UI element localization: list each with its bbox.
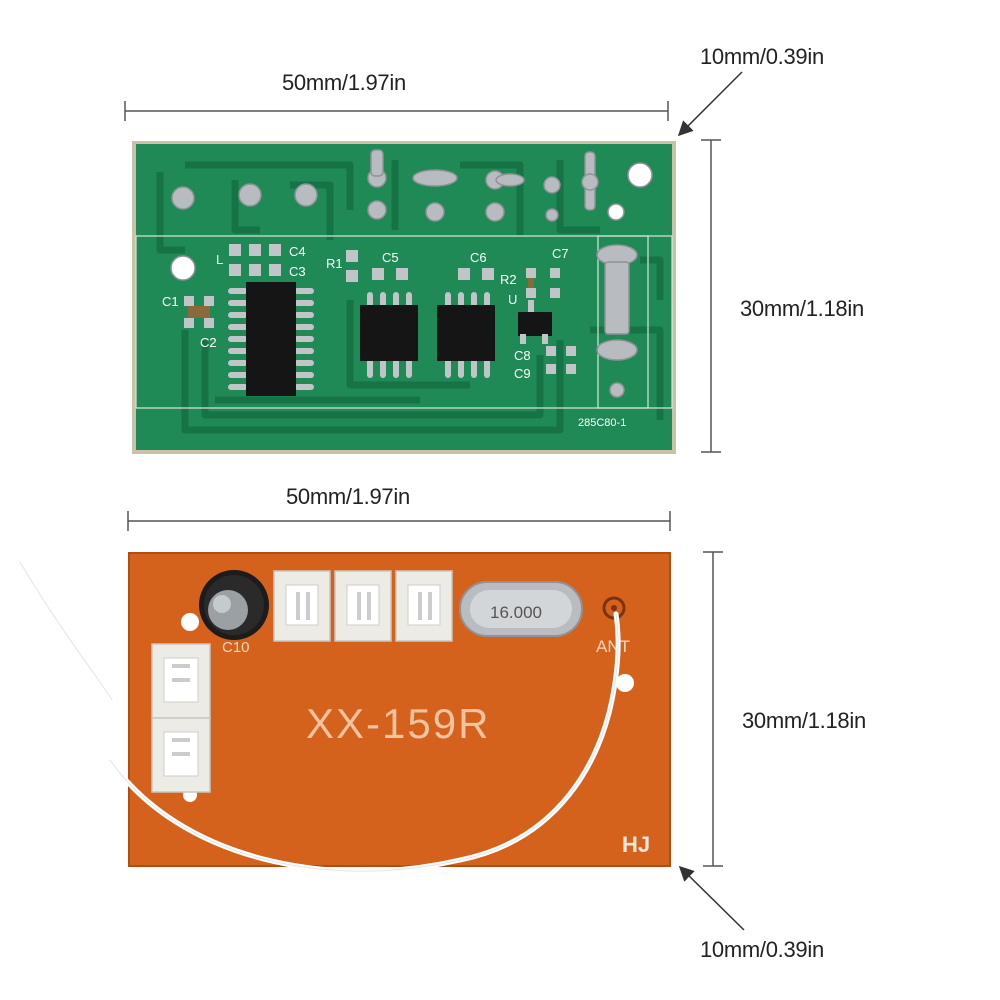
- silk-u: U: [508, 292, 517, 307]
- silk-c4: C4: [289, 244, 306, 259]
- silk-c1: C1: [162, 294, 179, 309]
- bottom-thickness-arrow: [678, 865, 745, 931]
- top-pcb-board: C1 C2 C3 C4 C5 C6 C7 C8 C9 R1 R2 L U 285…: [132, 141, 676, 454]
- top-thickness-label: 10mm/0.39in: [700, 44, 824, 69]
- silk-c5: C5: [382, 250, 399, 265]
- solder-pads: [170, 149, 653, 398]
- bottom-width-dimension-line: [127, 511, 671, 531]
- ic-chip-2: [360, 292, 418, 378]
- bottom-width-label: 50mm/1.97in: [286, 484, 410, 509]
- smd-components: [184, 244, 576, 374]
- bottom-pcb-board: C10 16.0: [128, 552, 671, 867]
- silk-c8: C8: [514, 348, 531, 363]
- silk-r1: R1: [326, 256, 343, 271]
- copper-traces: [156, 160, 664, 434]
- connector-4: [151, 643, 211, 719]
- silk-r2: R2: [500, 272, 517, 287]
- top-height-label: 30mm/1.18in: [740, 296, 864, 321]
- top-thickness-arrow: [677, 71, 743, 137]
- top-width-label: 50mm/1.97in: [282, 70, 406, 95]
- silk-c10: C10: [222, 639, 250, 656]
- ic-chip-3: [437, 292, 495, 378]
- bottom-height-label: 30mm/1.18in: [742, 708, 866, 733]
- silk-c6: C6: [470, 250, 487, 265]
- top-width-dimension-line: [124, 101, 669, 121]
- silk-c2: C2: [200, 335, 217, 350]
- model-number: XX-159R: [306, 700, 490, 747]
- silk-c7: C7: [552, 246, 569, 261]
- maker-logo: HJ: [622, 832, 650, 857]
- silk-l: L: [216, 252, 223, 267]
- silk-c3: C3: [289, 264, 306, 279]
- electrolytic-capacitor: [199, 570, 269, 640]
- bottom-thickness-label: 10mm/0.39in: [700, 937, 824, 962]
- connector-2: [334, 570, 392, 642]
- bottom-height-dimension-line: [703, 551, 723, 867]
- connector-1: [273, 570, 331, 642]
- connector-5: [151, 717, 211, 793]
- antenna-pad: [602, 596, 626, 620]
- crystal-oscillator: 16.000: [459, 581, 583, 637]
- silk-part-number: 285C80-1: [578, 417, 626, 429]
- silk-c9: C9: [514, 366, 531, 381]
- silkscreen-outline: [135, 235, 673, 409]
- top-height-dimension-line: [701, 139, 721, 453]
- connector-3: [395, 570, 453, 642]
- silk-ant: ANT: [596, 637, 630, 656]
- crystal-frequency: 16.000: [490, 603, 542, 622]
- main-ic-chip: [228, 282, 314, 396]
- transistor-u: [518, 300, 552, 344]
